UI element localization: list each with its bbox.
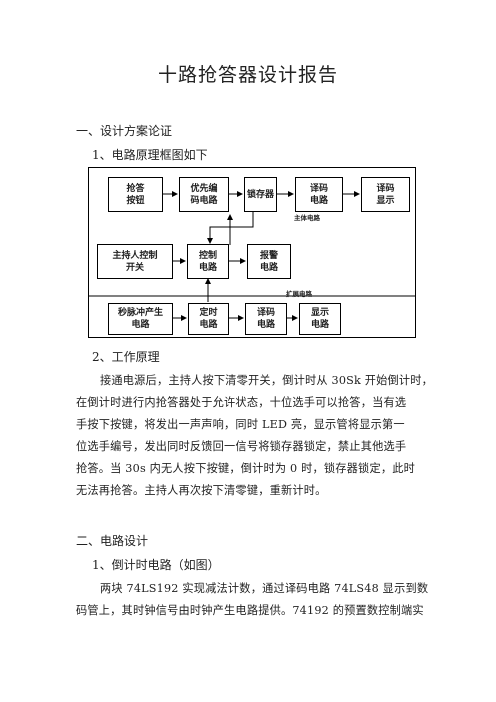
subheading-countdown: 1、倒计时电路（如图） — [92, 558, 220, 572]
box-priority-encoder-line1: 优先编 — [190, 183, 218, 194]
principle-line: 抢答。当 30s 内无人按下按键，倒计时为 0 时，锁存器锁定，此时 — [76, 462, 415, 475]
box-decode-display-line1: 译码 — [376, 183, 395, 194]
block-diagram: 抢答 按钮 优先编 码电路 锁存器 译码 电路 译码 显示 主体电路 主持人控制… — [88, 167, 416, 342]
label-main-circuit: 主体电路 — [294, 214, 320, 222]
box-timer-circuit: 定时 电路 — [188, 303, 229, 335]
box-second-pulse-line2: 电路 — [131, 320, 150, 330]
section-heading-circuit: 二、电路设计 — [76, 534, 149, 548]
box-timer-circuit-line1: 定时 — [199, 308, 218, 318]
box-decode-circuit-ext-line2: 电路 — [256, 320, 275, 330]
box-alarm-circuit: 报警 电路 — [247, 244, 291, 279]
box-host-control-line2: 开关 — [125, 262, 144, 273]
box-alarm-circuit-line1: 报警 — [259, 250, 278, 261]
box-display-circuit-line2: 电路 — [310, 320, 329, 330]
countdown-line: 码管上，其时钟信号由时钟产生电路提供。74192 的预置数控制端实 — [76, 604, 424, 617]
box-latch-label: 锁存器 — [246, 189, 274, 200]
section-heading-design: 一、设计方案论证 — [76, 124, 173, 138]
box-decode-circuit-main-line2: 电路 — [309, 195, 328, 206]
subheading-block-diagram: 1、电路原理框图如下 — [92, 148, 208, 162]
box-priority-encoder: 优先编 码电路 — [179, 177, 229, 212]
box-second-pulse-line1: 秒脉冲产生 — [117, 308, 163, 318]
principle-line: 无法再抢答。主持人再次按下清零键，重新计时。 — [76, 484, 327, 497]
principle-paragraph: 接通电源后，主持人按下清零开关，倒计时从 30Sk 开始倒计时， 在倒计时进行内… — [76, 370, 433, 502]
box-display-circuit-line1: 显示 — [310, 308, 329, 318]
box-display-circuit: 显示 电路 — [299, 303, 341, 335]
box-decode-circuit-ext-line1: 译码 — [256, 308, 275, 318]
box-host-control-line1: 主持人控制 — [112, 250, 158, 261]
box-decode-circuit-main-line1: 译码 — [309, 183, 328, 194]
box-priority-encoder-line2: 码电路 — [190, 195, 218, 206]
box-control-circuit: 控制 电路 — [187, 244, 229, 279]
box-answer-button: 抢答 按钮 — [108, 177, 163, 212]
countdown-paragraph: 两块 74LS192 实现减法计数，通过译码电路 74LS48 显示到数 码管上… — [76, 578, 428, 622]
principle-line: 手按下按键，将发出一声声响，同时 LED 亮，显示管将显示第一 — [76, 418, 405, 431]
box-decode-circuit-ext: 译码 电路 — [245, 303, 287, 335]
box-timer-circuit-line2: 电路 — [199, 320, 218, 330]
countdown-line: 两块 74LS192 实现减法计数，通过译码电路 74LS48 显示到数 — [100, 582, 429, 595]
principle-line: 接通电源后，主持人按下清零开关，倒计时从 30Sk 开始倒计时， — [100, 374, 434, 387]
box-second-pulse-generator: 秒脉冲产生 电路 — [108, 303, 173, 335]
box-control-circuit-line1: 控制 — [198, 250, 217, 261]
box-latch: 锁存器 — [244, 177, 277, 212]
diagram-connections — [88, 167, 416, 338]
label-extension-circuit: 扩展电路 — [286, 290, 312, 298]
box-answer-button-line2: 按钮 — [126, 195, 145, 206]
box-decode-circuit-main: 译码 电路 — [295, 177, 343, 212]
principle-line: 位选手编号，发出同时反馈回一信号将锁存器锁定，禁止其他选手 — [76, 440, 407, 453]
box-answer-button-line1: 抢答 — [126, 183, 145, 194]
page-title: 十路抢答器设计报告 — [157, 64, 338, 86]
box-host-control-switch: 主持人控制 开关 — [97, 244, 173, 279]
box-alarm-circuit-line2: 电路 — [259, 262, 278, 273]
box-decode-display-line2: 显示 — [376, 195, 395, 206]
box-decode-display: 译码 显示 — [361, 177, 410, 212]
box-control-circuit-line2: 电路 — [198, 262, 217, 273]
principle-line: 在倒计时进行内抢答器处于允许状态，十位选手可以抢答，当有选 — [76, 396, 407, 409]
outer-frame — [88, 167, 416, 338]
subheading-working-principle: 2、工作原理 — [92, 350, 160, 364]
